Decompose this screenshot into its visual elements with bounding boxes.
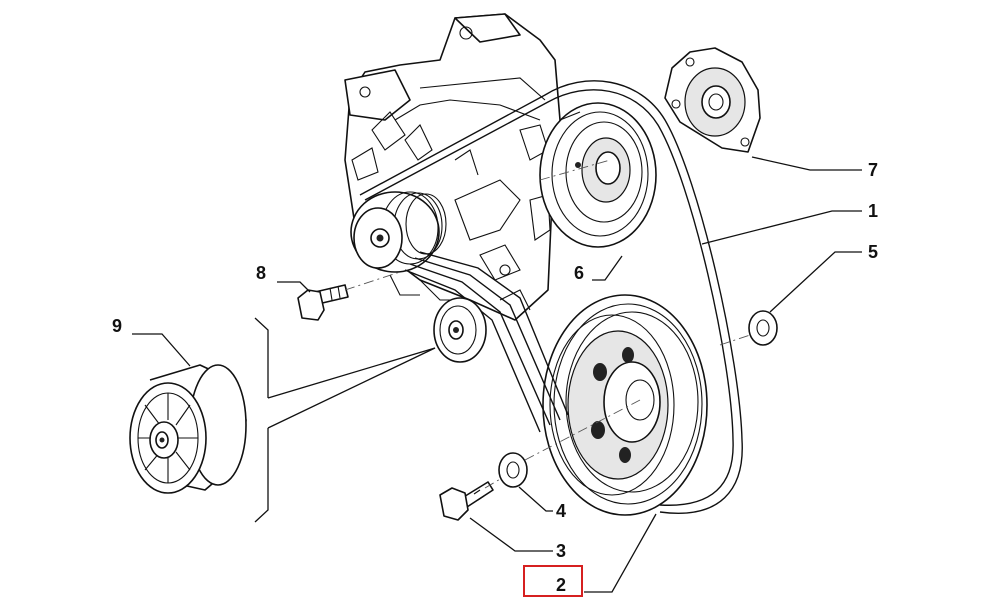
tensioner-bracket-lines [254, 317, 436, 523]
callout-2-highlight-box [523, 565, 583, 597]
leader-2 [584, 513, 657, 593]
callout-5[interactable]: 5 [868, 242, 878, 262]
crankshaft-pulley [542, 294, 708, 516]
callout-labels: 1 7 5 6 4 3 8 9 2 [112, 160, 878, 597]
leader-4 [518, 486, 553, 512]
center-lines [344, 159, 751, 489]
poly-v-belt [359, 80, 743, 514]
leader-8 [277, 281, 311, 293]
pulley-6 [539, 102, 657, 248]
bolt-8 [297, 284, 349, 321]
idler-pulley-small [433, 297, 487, 363]
callout-1[interactable]: 1 [868, 201, 878, 221]
leader-lines [132, 156, 862, 593]
leader-5 [769, 251, 862, 313]
washer-4 [498, 452, 528, 488]
leader-3 [469, 517, 553, 552]
callout-4[interactable]: 4 [556, 501, 566, 521]
callout-8[interactable]: 8 [256, 263, 266, 283]
tensioner-pulley [129, 364, 247, 494]
leader-9 [132, 333, 191, 367]
callout-7[interactable]: 7 [868, 160, 878, 180]
leader-6 [592, 255, 623, 281]
callout-3[interactable]: 3 [556, 541, 566, 561]
callout-6[interactable]: 6 [574, 263, 584, 283]
callout-2[interactable]: 2 [556, 575, 566, 595]
washer-5 [748, 310, 778, 346]
leader-7 [751, 156, 862, 171]
alternator [344, 13, 561, 321]
leader-1 [701, 210, 862, 245]
bearing-housing [664, 47, 761, 153]
alternator-pulley [350, 191, 447, 273]
callout-9[interactable]: 9 [112, 316, 122, 336]
